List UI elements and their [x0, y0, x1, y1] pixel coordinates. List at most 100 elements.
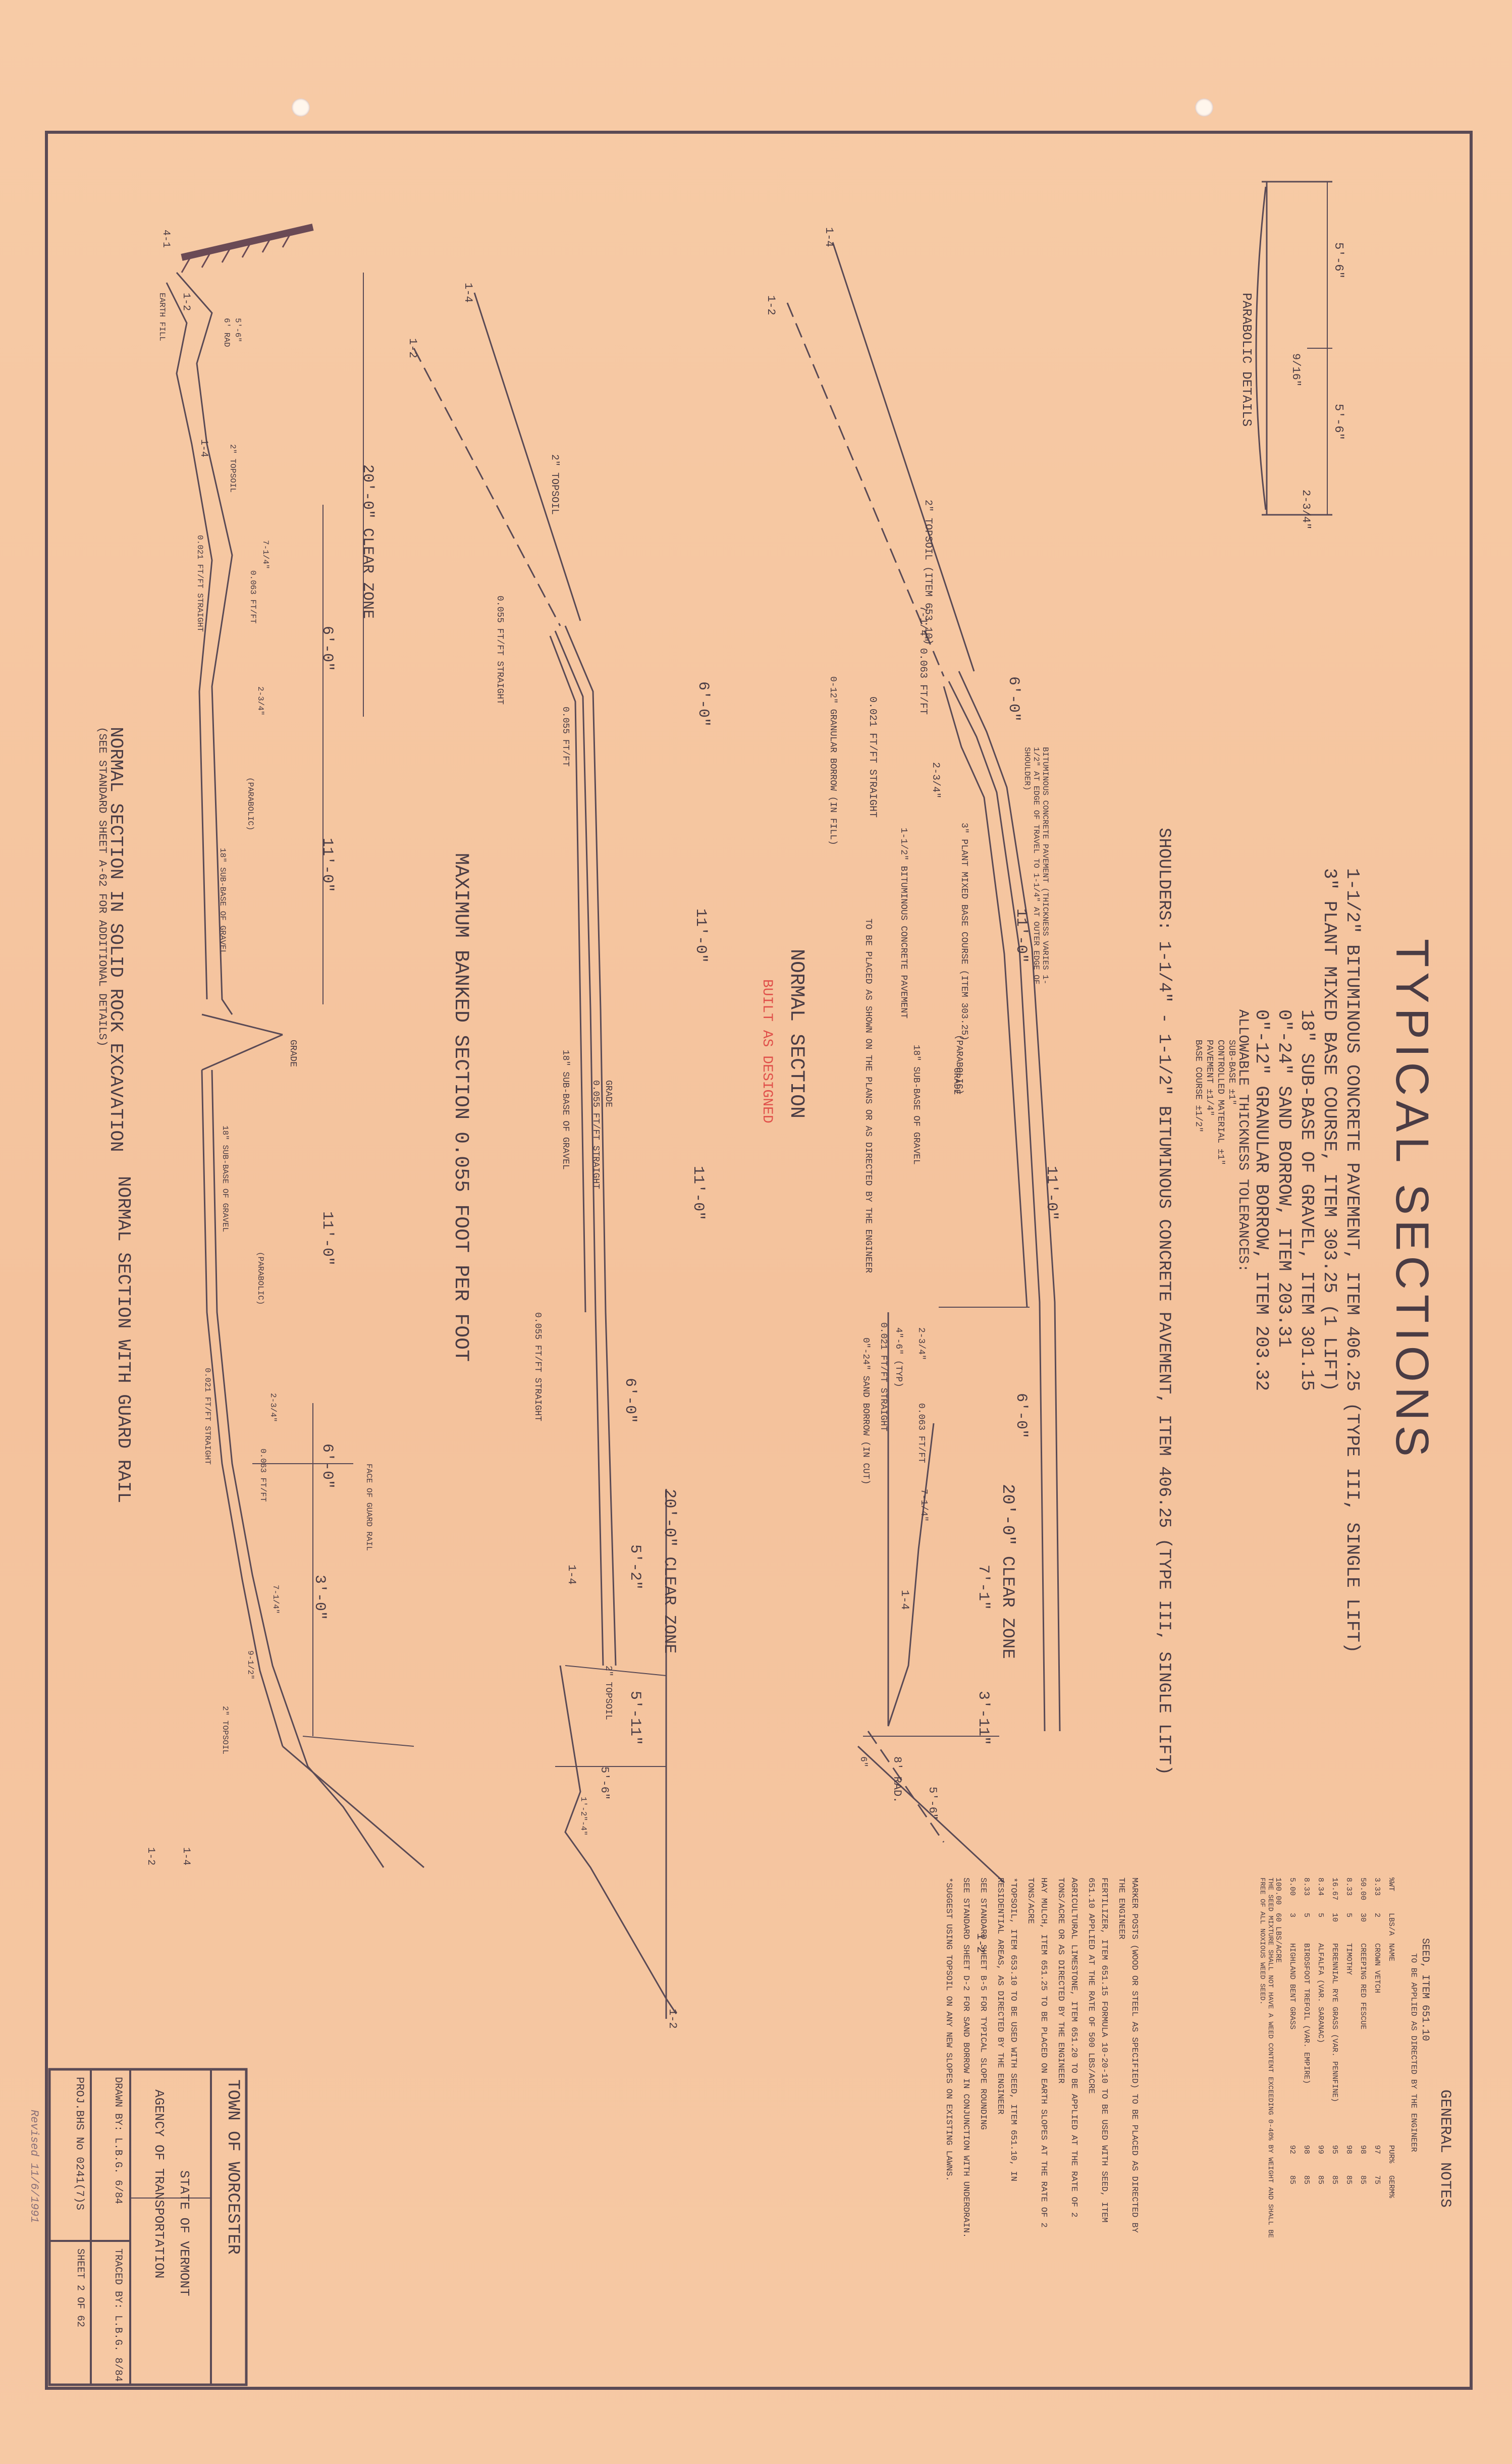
- section-note: 1'-2"-4": [579, 1797, 588, 1836]
- width-label: 5'-11": [626, 1691, 643, 1746]
- seed-table-cell: TIMOTHY: [1344, 1943, 1353, 1975]
- seed-table-cell: GERM%: [1387, 2175, 1395, 2199]
- seed-table-row: 5.003HIGHLAND BENT GRASS9285: [1285, 1878, 1299, 2206]
- section-note: BITUMINOUS CONCRETE PAVEMENT (THICKNESS …: [1022, 747, 1050, 985]
- seed-table-cell: 16.67: [1330, 1878, 1339, 1901]
- section-note: 0.021 FT/FT STRAIGHT: [867, 697, 878, 818]
- section-note: 7-1/4": [919, 1489, 929, 1522]
- parabolic-dim: 9/16": [1289, 353, 1302, 387]
- section-note: 4"-6" (TYP): [893, 1327, 903, 1387]
- width-label: 5'-2": [626, 1544, 643, 1590]
- slope-label: 1-4: [565, 1565, 578, 1585]
- general-note: *SUGGEST USING TOPSOIL ON ANY NEW SLOPES…: [944, 1878, 953, 2181]
- tolerance-row: CONTROLLED MATERIAL ±1": [1215, 1040, 1225, 1165]
- section-note: 0.063 FT/FT: [258, 1449, 267, 1502]
- section-note: 0.021 FT/FT STRAIGHT: [195, 535, 204, 632]
- slope-label: 4-1: [160, 230, 172, 248]
- section-note: 7-1/4": [271, 1585, 280, 1614]
- pavement-line: 18" SUB-BASE OF GRAVEL, ITEM 301.15: [1297, 1009, 1317, 1391]
- section-note: 0.063 FT/FT: [916, 1403, 926, 1463]
- section-note: 7-1/4" 0.063 FT/FT: [917, 606, 929, 715]
- tolerance-row: PAVEMENT ±1/4": [1204, 1040, 1214, 1116]
- section-note: 0"-24" SAND BORROW (IN CUT): [860, 1337, 871, 1485]
- general-note: SEE STANDARD SHEET B-5 FOR TYPICAL SLOPE…: [978, 1878, 988, 2130]
- width-label: 6'-0": [318, 626, 336, 672]
- width-label: 3'-11": [975, 1691, 992, 1746]
- slope-label: 1-4: [823, 227, 835, 247]
- banked-section-title: MAXIMUM BANKED SECTION 0.055 FOOT PER FO…: [449, 853, 472, 1362]
- rock-hatch: [181, 224, 314, 261]
- parabolic-dim: 5'-6": [1331, 242, 1345, 279]
- section-note: 0.055 FT/FT: [560, 707, 570, 767]
- seed-table-row: 3.332CROWN VETCH9775: [1370, 1878, 1384, 2206]
- general-note: FERTILIZER, ITEM 651.15 FORMULA 10-20-10…: [1086, 1878, 1109, 2223]
- seed-table-cell: 99: [1316, 2145, 1325, 2155]
- parabolic-dim: 2-3/4": [1300, 490, 1312, 530]
- title-block-frame: [48, 2068, 248, 2386]
- section-note: 5'-6": [926, 1787, 939, 1820]
- section-note: 1-1/2" BITUMINOUS CONCRETE PAVEMENT: [898, 828, 908, 1019]
- parabolic-dim: 5'-6": [1331, 404, 1345, 441]
- section-note: 8' RAD.: [891, 1756, 903, 1803]
- section-note: GRADE: [603, 1080, 613, 1108]
- tolerance-row: BASE COURSE ±1/2": [1193, 1040, 1203, 1133]
- general-notes-heading: GENERAL NOTES: [1436, 2090, 1453, 2208]
- width-label: 11'-0": [318, 1211, 336, 1266]
- seed-table-cell: 5: [1302, 1913, 1311, 1918]
- seed-table-cell: 2: [1373, 1913, 1381, 1918]
- seed-table-cell: 5: [1316, 1913, 1325, 1918]
- clear-zone-label: 20'-0" CLEAR ZONE: [359, 464, 376, 619]
- clear-zone-label: 20'-0" CLEAR ZONE: [998, 1484, 1017, 1659]
- drawn-by: DRAWN BY: L.B.G. 6/84: [112, 2077, 124, 2205]
- slope-label: 1-2: [765, 295, 777, 315]
- seed-table-row: 8.345ALFALFA (VAR. SARANAC)9985: [1313, 1878, 1327, 2206]
- town-name: TOWN OF WORCESTER: [223, 2079, 242, 2255]
- seed-table-cell: 98: [1302, 2145, 1311, 2155]
- tolerance-heading: ALLOWABLE THICKNESS TOLERANCES:: [1235, 1009, 1251, 1272]
- width-label: 11'-0": [689, 1166, 707, 1221]
- seed-table-header: %WTLBS/ANAMEPUR%GERM%: [1384, 1878, 1398, 2206]
- slope-label: 1-4: [898, 1590, 911, 1610]
- seed-table-cell: 98: [1344, 2145, 1353, 2155]
- section-note: 18" SUB-BASE OF GRAVEL: [218, 848, 227, 955]
- slope-label: 1-4: [180, 1847, 192, 1866]
- section-note: 9-1/2": [246, 1650, 255, 1680]
- section-note: TO BE PLACED AS SHOWN ON THE PLANS OR AS…: [863, 919, 873, 1273]
- slope-label: 1-2: [145, 1847, 156, 1866]
- seed-table-cell: BIRDSFOOT TREFOIL (VAR. EMPIRE): [1302, 1943, 1311, 2084]
- section-note: (PARABOLIC): [246, 777, 255, 831]
- solid-rock-subtitle: (SEE STANDARD SHEET A-62 FOR ADDITIONAL …: [96, 727, 109, 1047]
- width-label: 3'-0": [311, 1575, 328, 1621]
- parabolic-label: PARABOLIC DETAILS: [1239, 293, 1254, 427]
- sheet-number: SHEET 2 OF 62: [74, 2248, 86, 2328]
- solid-rock-section-lines: [166, 272, 364, 1071]
- width-label: 11'-0": [318, 838, 336, 893]
- solid-rock-title: NORMAL SECTION IN SOLID ROCK EXCAVATION: [105, 727, 126, 1152]
- seed-table-cell: 85: [1316, 2175, 1325, 2185]
- section-note: EARTH FILL: [157, 293, 167, 342]
- tolerance-row: SUB-BASE ±1": [1226, 1040, 1236, 1105]
- width-label: 7'-1": [975, 1565, 992, 1611]
- seed-table-row: 8.335TIMOTHY9885: [1341, 1878, 1356, 2206]
- punch-hole: [1195, 98, 1213, 117]
- section-note: 7-1/4": [261, 540, 270, 569]
- seed-table-cell: 85: [1302, 2175, 1311, 2185]
- pavement-notes: 1-1/2" BITUMINOUS CONCRETE PAVEMENT, ITE…: [1341, 868, 1363, 1653]
- section-note: 2" TOPSOIL: [228, 444, 237, 493]
- seed-table-cell: 95: [1330, 2145, 1339, 2155]
- width-label: 5'-6": [598, 1766, 611, 1800]
- seed-table-cell: 8.33: [1302, 1878, 1311, 1896]
- section-note: 0.055 FT/FT STRAIGHT: [532, 1312, 543, 1422]
- project-number: PROJ.BHS No 0241(7)S: [73, 2077, 86, 2211]
- seed-table-cell: 5.00: [1288, 1878, 1297, 1896]
- width-label: 6'-0": [1005, 676, 1022, 722]
- seed-table-cell: 30: [1359, 1913, 1367, 1922]
- section-note: 3" PLANT MIXED BASE COURSE (ITEM 303.25): [959, 823, 969, 1041]
- seed-table-cell: HIGHLAND BENT GRASS: [1288, 1943, 1297, 2030]
- seed-item: SEED, ITEM 651.10: [1419, 1938, 1431, 2042]
- seed-table-cell: 98: [1359, 2145, 1367, 2155]
- seed-table-cell: 92: [1288, 2145, 1297, 2155]
- width-label: 6'-0": [318, 1443, 336, 1489]
- guard-rail-title: NORMAL SECTION WITH GUARD RAIL: [113, 1176, 134, 1504]
